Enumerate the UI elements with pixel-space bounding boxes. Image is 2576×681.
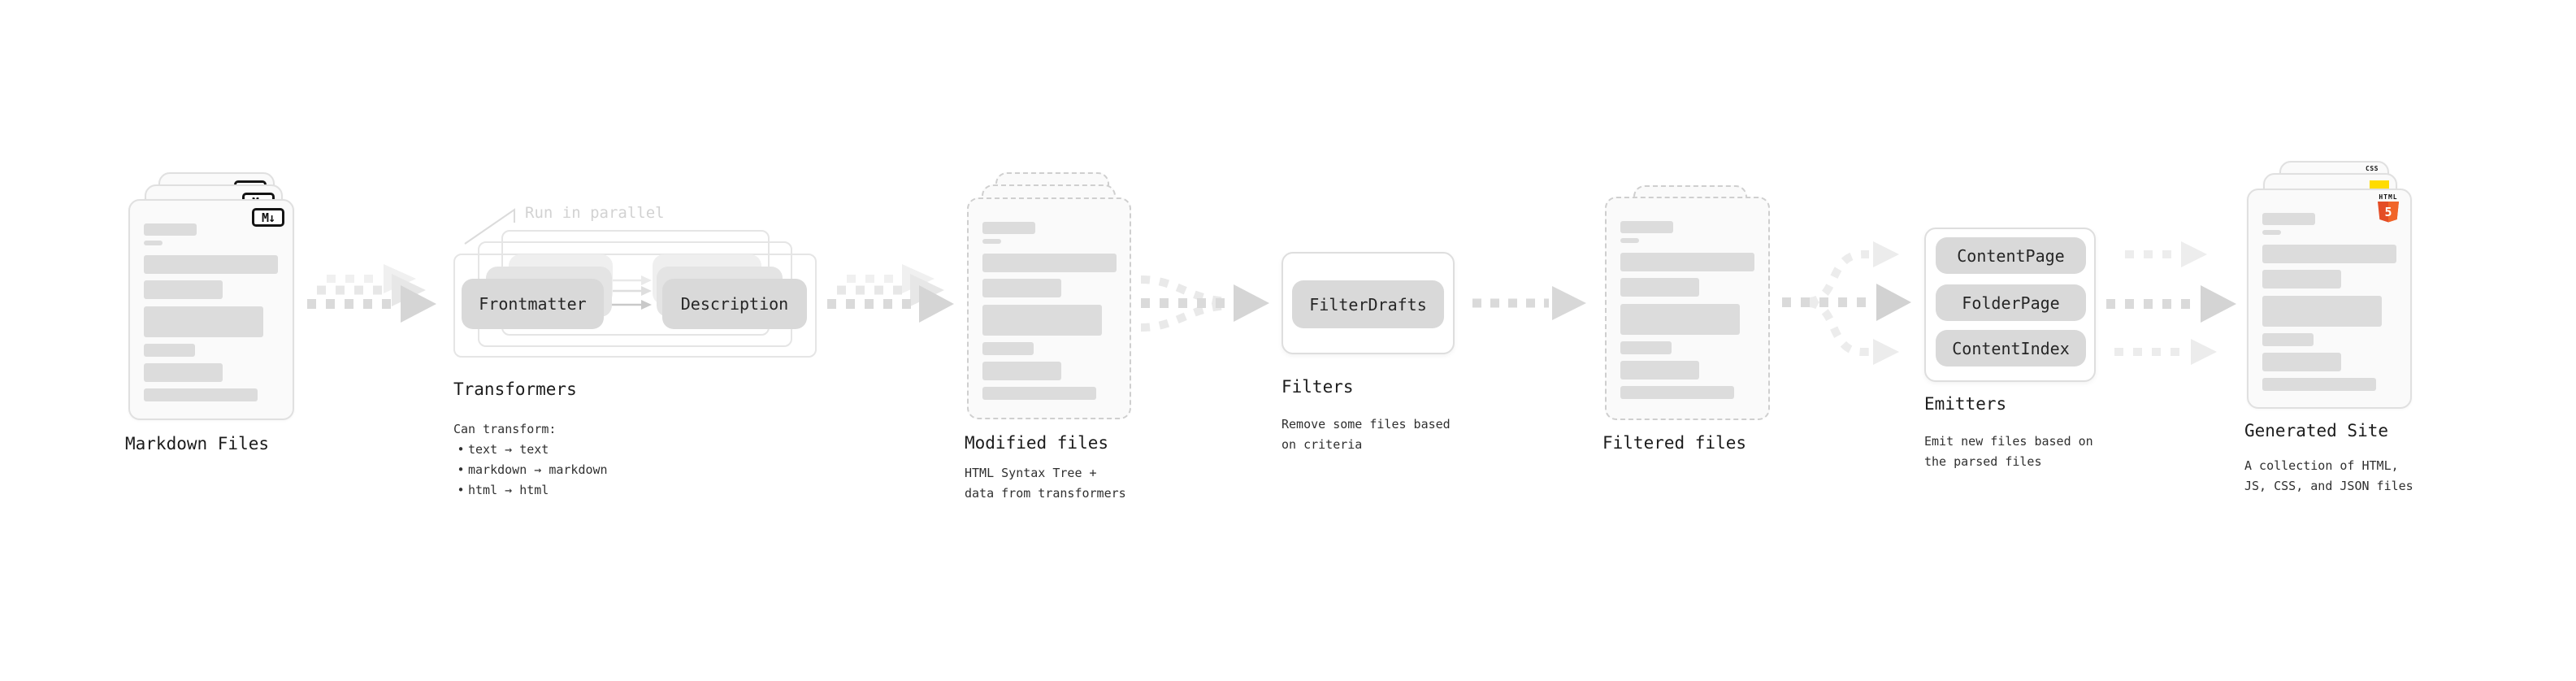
arrow-markdown-to-transformers-icon (307, 264, 436, 323)
filters-description: Remove some files based on criteria (1281, 417, 1451, 452)
filtered-file-card-front (1605, 197, 1770, 420)
html5-badge-icon: HTML 5 (2376, 193, 2400, 226)
transformer-pill-description: Description (662, 279, 807, 329)
emitters-title: Emitters (1924, 394, 2007, 414)
transformers-description: Can transform: • text → text • markdown … (453, 419, 681, 501)
run-in-parallel-callout-line (464, 208, 515, 245)
filters-title: Filters (1281, 377, 1354, 397)
emitter-pill-folderpage: FolderPage (1936, 284, 2086, 321)
modified-files-description: HTML Syntax Tree + data from transformer… (965, 466, 1126, 501)
modified-file-card-front (967, 197, 1131, 419)
filter-pill-filterdrafts: FilterDrafts (1292, 280, 1444, 328)
arrow-filtered-to-emitters-icon (1782, 241, 1911, 365)
file-content-placeholder (130, 201, 293, 401)
html5-shield-icon: 5 (2378, 202, 2399, 223)
emitters-description: Emit new files based on the parsed files (1924, 434, 2093, 469)
css-badge-label: CSS (2366, 165, 2379, 172)
run-in-parallel-annotation: Run in parallel (525, 204, 665, 222)
filtered-files-title: Filtered files (1602, 433, 1747, 453)
bullet-icon: • (457, 462, 465, 477)
transform-bullet: • markdown → markdown (453, 460, 681, 480)
arrow-modified-to-filters-icon (1140, 275, 1269, 332)
bullet-text: text → text (468, 442, 549, 457)
transformers-title: Transformers (453, 380, 577, 399)
markdown-files-title: Markdown Files (125, 434, 270, 453)
markdown-file-card-front: M↓ (128, 199, 294, 420)
transformer-run-box-front (453, 254, 817, 358)
markdown-badge-icon: M↓ (252, 208, 284, 227)
arrow-transformers-to-modified-icon (827, 264, 954, 323)
bullet-text: html → html (468, 483, 549, 497)
bullet-text: markdown → markdown (468, 462, 608, 477)
html5-badge-number: 5 (2384, 205, 2392, 219)
bullet-icon: • (457, 483, 465, 497)
site-file-card-html: HTML 5 (2247, 189, 2412, 409)
transform-bullet: • text → text (453, 440, 681, 460)
transformer-run-arrows-icon (610, 275, 652, 310)
file-content-placeholder (2249, 190, 2410, 391)
transformer-pill-frontmatter: Frontmatter (462, 279, 604, 329)
generated-site-title: Generated Site (2244, 421, 2389, 440)
generated-site-description: A collection of HTML, JS, CSS, and JSON … (2244, 458, 2413, 493)
arrow-filters-to-filtered-icon (1472, 286, 1586, 320)
can-transform-heading: Can transform: (453, 422, 557, 436)
html5-badge-label: HTML (2379, 193, 2398, 201)
bullet-icon: • (457, 442, 465, 457)
transform-bullet: • html → html (453, 480, 681, 501)
file-content-placeholder (1607, 198, 1768, 399)
emitter-pill-contentindex: ContentIndex (1936, 330, 2086, 367)
modified-files-title: Modified files (965, 433, 1109, 453)
emitter-pill-contentpage: ContentPage (1936, 237, 2086, 274)
arrow-emitters-to-site-icon (2106, 241, 2236, 365)
file-content-placeholder (969, 199, 1130, 400)
